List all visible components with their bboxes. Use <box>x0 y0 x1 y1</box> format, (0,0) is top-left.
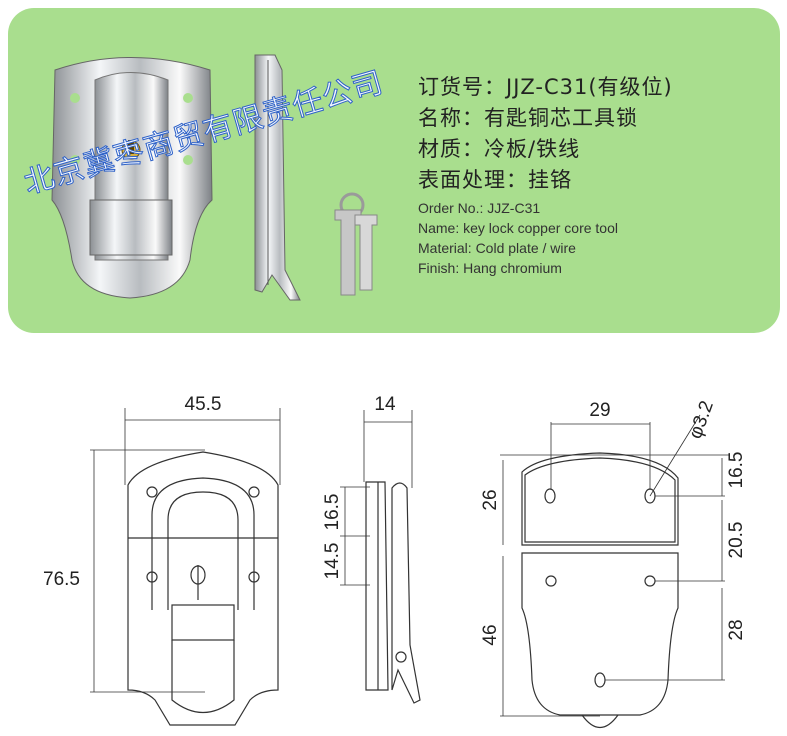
side-lock-photo <box>254 54 301 301</box>
mounting-plate-view <box>521 452 679 729</box>
dim-hole-diameter: φ3.2 <box>685 398 718 442</box>
dim-right-bottom: 28 <box>726 619 747 640</box>
dim-right-top: 16.5 <box>726 452 747 489</box>
spec-finish-cn: 表面处理：挂铬 <box>418 168 572 192</box>
spec-material-en: Material: Cold plate / wire <box>418 240 576 256</box>
front-view <box>127 451 279 726</box>
product-photos <box>51 54 378 301</box>
spec-name-cn: 名称：有匙铜芯工具锁 <box>418 106 638 130</box>
spec-name-en: Name: key lock copper core tool <box>418 220 618 236</box>
dim-bottom-plate-height: 46 <box>480 624 501 645</box>
dim-right-mid: 20.5 <box>726 522 747 559</box>
dim-side-upper: 16.5 <box>322 494 343 531</box>
front-lock-photo <box>51 57 213 299</box>
spec-material-cn: 材质：冷板/铁线 <box>418 137 581 161</box>
dim-side-depth: 14 <box>374 394 396 415</box>
keys-photo <box>334 192 378 296</box>
dim-side-lower: 14.5 <box>322 543 343 580</box>
spec-text: 订货号：JJZ-C31(有级位) 名称：有匙铜芯工具锁 材质：冷板/铁线 表面处… <box>418 72 673 278</box>
side-view <box>365 481 421 704</box>
dim-hole-spacing: 29 <box>589 400 610 421</box>
spec-order-cn: 订货号：JJZ-C31(有级位) <box>418 75 673 99</box>
dim-front-height: 76.5 <box>43 569 80 590</box>
spec-order-en: Order No.: JJZ-C31 <box>418 200 541 216</box>
dim-front-width: 45.5 <box>185 394 222 415</box>
dim-top-plate-height: 26 <box>480 489 501 510</box>
spec-finish-en: Finish: Hang chromium <box>418 260 562 276</box>
